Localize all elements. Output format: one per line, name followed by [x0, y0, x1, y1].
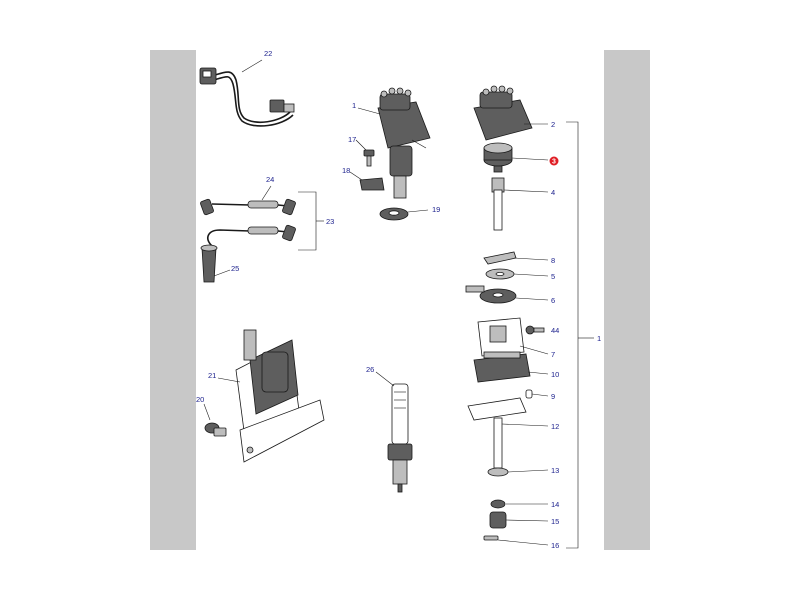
pickup-6-drawing[interactable]: [465, 285, 517, 304]
callout-6[interactable]: 6: [551, 296, 555, 305]
cap-2-drawing[interactable]: [473, 85, 533, 141]
pin-16-drawing[interactable]: [483, 535, 499, 541]
plug-wire-25-drawing[interactable]: [200, 224, 296, 283]
callout-9[interactable]: 9: [551, 392, 555, 401]
coil-21-drawing[interactable]: [235, 329, 325, 463]
callout-10[interactable]: 10: [551, 370, 559, 379]
clamp-18-drawing[interactable]: [359, 177, 385, 191]
callout-4[interactable]: 4: [551, 188, 555, 197]
callout-14[interactable]: 14: [551, 500, 559, 509]
callout-3[interactable]: 3: [552, 159, 556, 166]
gear-15-drawing[interactable]: [489, 511, 507, 529]
callout-18[interactable]: 18: [342, 166, 350, 175]
plate-8-drawing[interactable]: [483, 251, 517, 265]
callout-13[interactable]: 13: [551, 466, 559, 475]
distributor-1-drawing[interactable]: [377, 87, 431, 199]
callout-23[interactable]: 23: [326, 217, 334, 226]
module-10-drawing[interactable]: [473, 351, 531, 383]
bracket-7-drawing[interactable]: [477, 317, 525, 357]
callout-15[interactable]: 15: [551, 517, 559, 526]
callout-21[interactable]: 21: [208, 371, 216, 380]
callout-5[interactable]: 5: [551, 272, 555, 281]
harness-22-drawing[interactable]: [199, 67, 295, 127]
callout-16[interactable]: 16: [551, 541, 559, 550]
spark-plug-26-drawing[interactable]: [387, 383, 413, 493]
spacer-13-drawing[interactable]: [487, 467, 509, 477]
rotor-3-drawing[interactable]: [483, 142, 513, 173]
callout-25[interactable]: 25: [231, 264, 239, 273]
highlight-marker-3[interactable]: [549, 156, 559, 166]
housing-12-drawing[interactable]: [467, 397, 527, 469]
bolt-20-drawing[interactable]: [204, 422, 227, 437]
callout-44[interactable]: 44: [551, 326, 559, 335]
bolt-17-drawing[interactable]: [363, 149, 375, 167]
left-side-bar: [150, 50, 196, 550]
callout-22[interactable]: 22: [264, 49, 272, 58]
callout-19[interactable]: 19: [432, 205, 440, 214]
washer-14-drawing[interactable]: [490, 499, 506, 509]
callout-7[interactable]: 7: [551, 350, 555, 359]
plug-wire-24-drawing[interactable]: [200, 198, 296, 216]
shaft-4-drawing[interactable]: [491, 177, 505, 231]
screw-44-drawing[interactable]: [525, 325, 545, 335]
callout-26[interactable]: 26: [366, 365, 374, 374]
clip-9-drawing[interactable]: [525, 389, 533, 399]
right-side-bar: [604, 50, 650, 550]
callout-2[interactable]: 2: [551, 120, 555, 129]
callout-1[interactable]: 1: [352, 101, 356, 110]
callout-24[interactable]: 24: [266, 175, 274, 184]
callout-1-group[interactable]: 1: [597, 334, 601, 343]
callout-17[interactable]: 17: [348, 135, 356, 144]
callout-12[interactable]: 12: [551, 422, 559, 431]
gasket-19-drawing[interactable]: [379, 207, 409, 221]
callout-20[interactable]: 20: [196, 395, 204, 404]
washer-5-drawing[interactable]: [485, 268, 515, 280]
callout-8[interactable]: 8: [551, 256, 555, 265]
